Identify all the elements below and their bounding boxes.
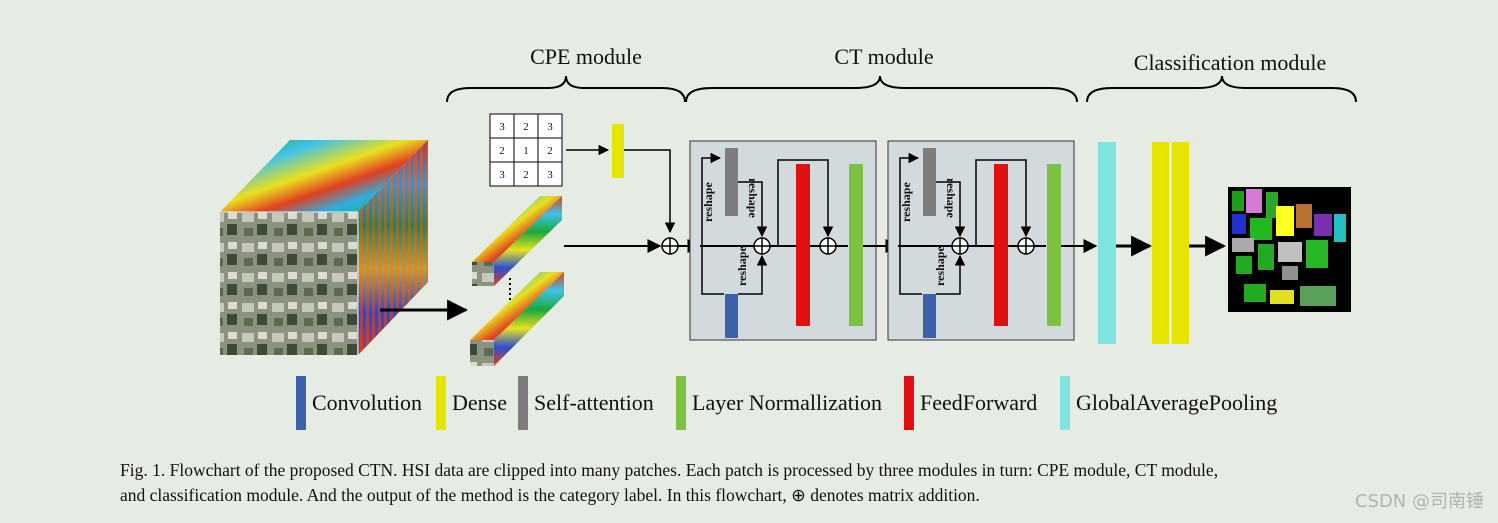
- legend-label-layer-norm: Layer Normallization: [692, 390, 882, 415]
- global-avg-pooling: [1098, 142, 1116, 344]
- legend-swatch-self-attention: [518, 376, 528, 430]
- legend-item-feedforward: FeedForward: [904, 376, 1037, 430]
- legend-label-dense: Dense: [452, 390, 507, 415]
- legend-label-global-avg-pooling: GlobalAveragePooling: [1076, 390, 1278, 415]
- legend-label-convolution: Convolution: [312, 390, 423, 415]
- caption-line-2: and classification module. And the outpu…: [120, 485, 980, 505]
- ct1-layer-norm: [849, 164, 863, 326]
- ct-block-1: reshape reshape reshape: [689, 140, 877, 341]
- ct1-reshape-2: reshape: [746, 178, 760, 218]
- grid-cell: 3: [547, 169, 553, 181]
- dense-to-add-arrow: [624, 149, 676, 234]
- ct2-convolution: [923, 294, 936, 338]
- ct-bracket: [685, 75, 1078, 103]
- hsi-cube: [220, 140, 428, 355]
- classifier-dense-2: [1172, 142, 1189, 344]
- legend-item-layer-norm: Layer Normallization: [676, 376, 882, 430]
- ct2-reshape-1: reshape: [899, 182, 913, 222]
- legend-item-self-attention: Self-attention: [518, 376, 654, 430]
- grid-cell: 2: [523, 121, 529, 133]
- ct1-reshape-1: reshape: [701, 182, 715, 222]
- patch-bottom: [470, 272, 564, 366]
- ct2-feedforward: [994, 164, 1008, 326]
- position-grid: 3 2 3 2 1 2 3 2 3: [489, 113, 563, 187]
- legend-swatch-global-avg-pooling: [1060, 376, 1070, 430]
- ct2-self-attention: [923, 148, 936, 216]
- grid-cell: 3: [547, 121, 553, 133]
- watermark: CSDN @司南锤: [1354, 491, 1484, 512]
- legend-label-self-attention: Self-attention: [534, 390, 654, 415]
- ct2-reshape-2: reshape: [944, 178, 958, 218]
- cpe-add-symbol: [661, 237, 679, 255]
- ct1-convolution: [725, 294, 738, 338]
- grid-cell: 2: [523, 169, 529, 181]
- legend-item-global-avg-pooling: GlobalAveragePooling: [1060, 376, 1277, 430]
- ct-block-2: reshape reshape reshape: [887, 140, 1075, 341]
- grid-cell: 3: [499, 169, 505, 181]
- grid-cell: 2: [499, 145, 505, 157]
- classifier-dense-1: [1152, 142, 1169, 344]
- grid-cell: 3: [499, 121, 505, 133]
- legend-label-feedforward: FeedForward: [920, 390, 1038, 415]
- caption-line-1: Fig. 1. Flowchart of the proposed CTN. H…: [120, 460, 1219, 480]
- grid-cell: 2: [547, 145, 553, 157]
- cpe-bracket: [446, 75, 686, 103]
- legend-swatch-feedforward: [904, 376, 914, 430]
- ct-module-title: CT module: [834, 44, 933, 69]
- legend: Convolution Dense Self-attention Layer N…: [0, 376, 1498, 436]
- ct1-feedforward: [796, 164, 810, 326]
- figure-caption: Fig. 1. Flowchart of the proposed CTN. H…: [120, 458, 1470, 508]
- patch-top: [472, 196, 562, 286]
- cpe-module-title: CPE module: [530, 44, 642, 69]
- legend-item-convolution: Convolution: [296, 376, 422, 430]
- ct1-self-attention: [725, 148, 738, 216]
- legend-swatch-layer-norm: [676, 376, 686, 430]
- legend-swatch-convolution: [296, 376, 306, 430]
- cpe-dense-layer: [612, 124, 624, 178]
- grid-cell: 1: [523, 145, 529, 157]
- ct2-reshape-3: reshape: [933, 246, 947, 286]
- ct2-layer-norm: [1047, 164, 1061, 326]
- classification-map: [1228, 187, 1351, 312]
- ct1-reshape-3: reshape: [735, 246, 749, 286]
- legend-swatch-dense: [436, 376, 446, 430]
- classification-module-title: Classification module: [1134, 50, 1326, 75]
- legend-item-dense: Dense: [436, 376, 507, 430]
- classification-bracket: [1086, 75, 1357, 103]
